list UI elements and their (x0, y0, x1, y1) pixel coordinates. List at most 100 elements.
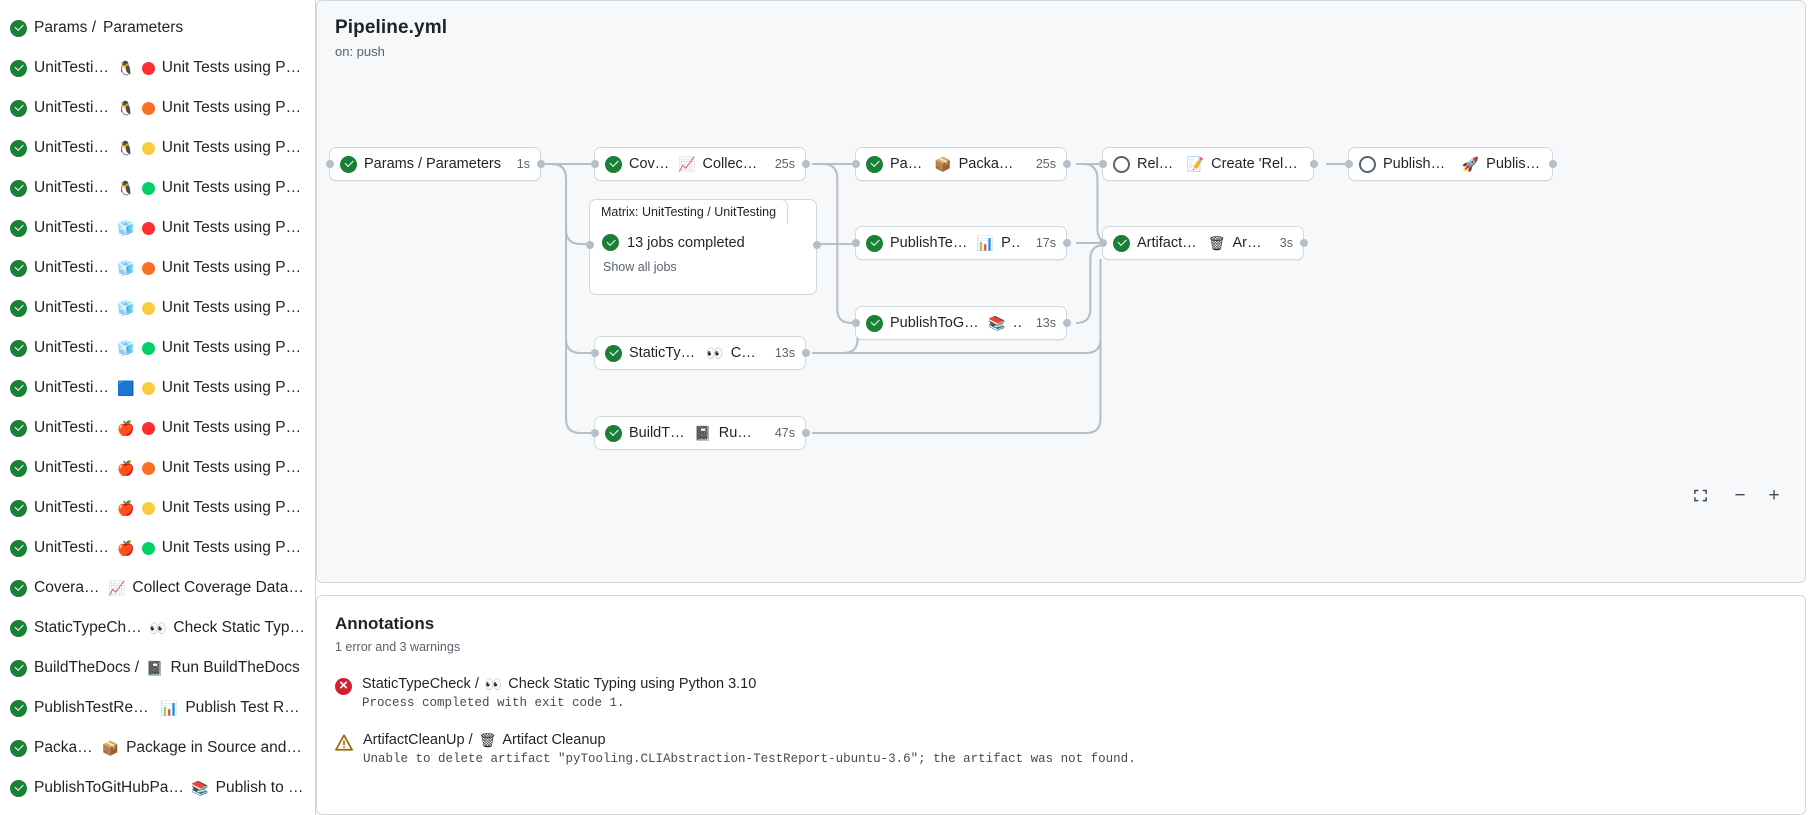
sidebar-item-unittesting-windows-2[interactable]: UnitTesting / 🧊Unit Tests using Pyth… (0, 248, 315, 288)
sidebar-item-step-label: Unit Tests using Pyth… (161, 459, 305, 476)
graph-node-publishtest[interactable]: PublishTestResults / 📊Pu…17s (851, 226, 1071, 260)
node-duration: 13s (774, 346, 795, 360)
fit-screen-icon[interactable] (1687, 483, 1713, 507)
sidebar-item-params[interactable]: Params / Parameters (0, 8, 315, 48)
node-step-label: Pu… (1001, 235, 1021, 251)
platform-icon: 🧊 (117, 300, 135, 316)
sidebar-item-step-label: Unit Tests using Pyth… (161, 179, 305, 196)
annotations-panel: Annotations 1 error and 3 warnings Stati… (316, 595, 1806, 815)
graph-node-publishpages[interactable]: PublishToGitHubPages / 📚…13s (851, 306, 1071, 340)
sidebar-item-unittesting-macos-3[interactable]: UnitTesting / 🍎Unit Tests using Pyth… (0, 488, 315, 528)
sidebar-item-unittesting-windows-4[interactable]: UnitTesting / 🧊Unit Tests using Pyth… (0, 328, 315, 368)
zoom-controls[interactable]: − + (1687, 483, 1787, 507)
sidebar-item-label: PublishTestResults / (34, 699, 154, 716)
graph-node-release[interactable]: Release / 📝Create 'Release P… (1098, 147, 1318, 181)
matrix-tab-label: Matrix: UnitTesting / UnitTesting (589, 199, 789, 224)
sidebar-item-coverage[interactable]: Coverage / 📈Collect Coverage Data usi… (0, 568, 315, 608)
matrix-summary-row[interactable]: 13 jobs completed (602, 234, 804, 251)
sidebar-item-label: Params / (34, 19, 97, 36)
sidebar-item-statictypecheck[interactable]: StaticTypeCheck / 👀Check Static Typing… (0, 608, 315, 648)
python-version-dot-icon (141, 421, 155, 435)
sidebar-item-unittesting-ubuntu-3[interactable]: UnitTesting / 🐧Unit Tests using Pyth… (0, 128, 315, 168)
zoom-in-button[interactable]: + (1768, 484, 1780, 506)
success-icon (605, 155, 622, 173)
sidebar-item-unittesting-blue-1[interactable]: UnitTesting / 🟦Unit Tests using Pyth… (0, 368, 315, 408)
annotations-title: Annotations (335, 614, 435, 633)
node-input-port (590, 349, 599, 357)
matrix-group-unittesting[interactable]: Matrix: UnitTesting / UnitTesting 13 job… (585, 199, 821, 295)
sidebar-item-publishtogithubpages[interactable]: PublishToGitHubPages / 📚Publish to G… (0, 768, 315, 808)
sidebar-item-unittesting-windows-3[interactable]: UnitTesting / 🧊Unit Tests using Pyth… (0, 288, 315, 328)
success-icon (10, 779, 27, 797)
sidebar-item-unittesting-ubuntu-4[interactable]: UnitTesting / 🐧Unit Tests using Pyth… (0, 168, 315, 208)
sidebar-item-label: UnitTesting / (34, 339, 111, 356)
node-job-label: PublishTestResults / (890, 235, 970, 251)
node-step-icon: 🚀 (1461, 156, 1480, 172)
success-icon (10, 619, 27, 637)
success-icon (10, 499, 27, 517)
sidebar-item-buildthedocs[interactable]: BuildTheDocs / 📓Run BuildTheDocs (0, 648, 315, 688)
node-job-label: Coverage / (629, 156, 671, 172)
python-version-dot-icon (141, 221, 155, 235)
node-input-port (851, 319, 860, 327)
platform-icon: 📊 (160, 700, 179, 716)
python-version-dot-icon (141, 461, 155, 475)
sidebar-item-unittesting-ubuntu-2[interactable]: UnitTesting / 🐧Unit Tests using Pyth… (0, 88, 315, 128)
workflow-graph-panel: Pipeline.yml on: push (316, 0, 1806, 583)
node-input-port (851, 160, 860, 168)
graph-node-pypi[interactable]: PublishOnPyPI / 🚀Publish to … (1344, 147, 1557, 181)
graph-node-builddocs[interactable]: BuildTheDocs / 📓Run Buil…47s (590, 416, 810, 450)
sidebar-item-unittesting-ubuntu-1[interactable]: UnitTesting / 🐧Unit Tests using Pyth… (0, 48, 315, 88)
node-input-port (1098, 239, 1107, 247)
node-step-icon: 🗑 (1207, 235, 1226, 251)
platform-icon: 🧊 (117, 220, 135, 236)
success-icon (10, 699, 27, 717)
success-icon (340, 155, 357, 173)
sidebar-item-unittesting-macos-1[interactable]: UnitTesting / 🍎Unit Tests using Pyth… (0, 408, 315, 448)
sidebar-item-step-label: Unit Tests using Pyth… (161, 339, 305, 356)
node-step-label: … (1012, 315, 1020, 331)
sidebar-item-unittesting-macos-2[interactable]: UnitTesting / 🍎Unit Tests using Pyth… (0, 448, 315, 488)
sidebar-item-step-label: Unit Tests using Pyth… (161, 139, 305, 156)
sidebar-item-unittesting-windows-1[interactable]: UnitTesting / 🧊Unit Tests using Pyth… (0, 208, 315, 248)
node-output-port (1309, 160, 1318, 168)
annotation-item[interactable]: StaticTypeCheck / 👀Check Static Typing u… (335, 676, 1805, 710)
sidebar-item-label: Coverage / (34, 579, 101, 596)
annotations-summary: 1 error and 3 warnings (335, 640, 461, 654)
sidebar-item-label: UnitTesting / (34, 179, 111, 196)
sidebar-item-unittesting-macos-4[interactable]: UnitTesting / 🍎Unit Tests using Pyth… (0, 528, 315, 568)
page-title: Pipeline.yml (335, 17, 448, 38)
success-icon (602, 234, 619, 251)
sidebar-item-publishtestresults[interactable]: PublishTestResults / 📊Publish Test Resu… (0, 688, 315, 728)
graph-node-package[interactable]: Package / 📦Package in So…25s (851, 147, 1071, 181)
sidebar-item-label: UnitTesting / (34, 379, 111, 396)
graph-node-statictype[interactable]: StaticTypeCheck / 👀Chec…13s (590, 336, 810, 370)
success-icon (605, 424, 622, 442)
annotation-job-label: StaticTypeCheck / (362, 676, 479, 692)
sidebar-item-step-label: Unit Tests using Pyth… (161, 99, 305, 116)
graph-edges (543, 163, 1361, 434)
sidebar-item-package[interactable]: Package / 📦Package in Source and Wh… (0, 728, 315, 768)
zoom-buttons[interactable]: − + (1727, 483, 1787, 507)
platform-icon: 🍎 (117, 540, 135, 556)
python-version-dot-icon (141, 541, 155, 555)
sidebar-item-step-label: Collect Coverage Data usi… (132, 579, 305, 596)
python-version-dot-icon (141, 181, 155, 195)
graph-node-artifact[interactable]: ArtifactCleanUp / 🗑Artifac…3s (1098, 226, 1308, 260)
node-input-port (1344, 160, 1353, 168)
zoom-out-button[interactable]: − (1734, 484, 1746, 506)
node-input-port (851, 239, 860, 247)
annotations-list: StaticTypeCheck / 👀Check Static Typing u… (335, 676, 1805, 766)
show-all-jobs-link[interactable]: Show all jobs (603, 260, 677, 274)
graph-node-coverage[interactable]: Coverage / 📈Collect Cove…25s (590, 147, 810, 181)
node-step-label: Package in So… (958, 156, 1021, 172)
node-output-port (1062, 160, 1071, 168)
node-step-icon: 📓 (694, 425, 712, 441)
neutral-icon (1113, 155, 1130, 173)
sidebar-item-label: UnitTesting / (34, 259, 111, 276)
